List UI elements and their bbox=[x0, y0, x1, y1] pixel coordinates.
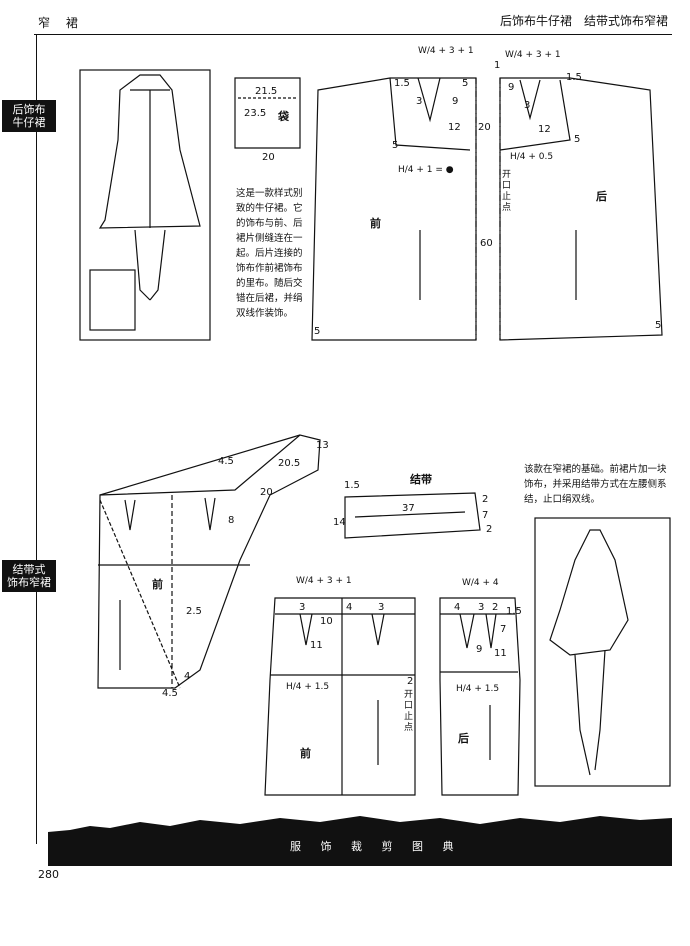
front2-formula: W/4 + 3 + 1 bbox=[296, 576, 352, 586]
front2-hip: H/4 + 1.5 bbox=[286, 682, 330, 692]
front2-open: 开口止点 bbox=[404, 690, 414, 733]
back1-formula: W/4 + 3 + 1 bbox=[505, 50, 561, 60]
back-panel-1 bbox=[499, 77, 663, 341]
pocket-piece bbox=[234, 77, 301, 149]
back1-hip: H/4 + 0.5 bbox=[510, 152, 554, 162]
illustration-frame-1 bbox=[79, 69, 211, 341]
back1-d1: 1 bbox=[494, 60, 501, 71]
drape-front bbox=[97, 434, 321, 689]
front1-d2: 3 bbox=[416, 96, 423, 107]
footer-band bbox=[48, 816, 672, 866]
drape-label: 前 bbox=[152, 578, 163, 591]
pocket-v2: 23.5 bbox=[244, 108, 267, 119]
front2-d3: 4 bbox=[346, 602, 353, 613]
footer-title: 服 饰 裁 剪 图 典 bbox=[290, 840, 462, 853]
back1-open: 开口止点 bbox=[502, 170, 512, 213]
front1-d4: 5 bbox=[462, 78, 469, 89]
back-skirt-2 bbox=[439, 597, 521, 796]
tie-d4: 2 bbox=[482, 494, 489, 505]
side-label-tie-skirt: 结带式 饰布窄裙 bbox=[2, 560, 56, 592]
back2-d7: 11 bbox=[494, 648, 507, 659]
back2-d4: 1.5 bbox=[506, 606, 522, 617]
back2-d1: 4 bbox=[454, 602, 461, 613]
back1-d2: 1.5 bbox=[566, 72, 582, 83]
back2-d3: 2 bbox=[492, 602, 499, 613]
front2-label: 前 bbox=[300, 747, 311, 760]
description-denim: 这是一款样式别致的牛仔裙。它的饰布与前、后裙片侧缝连在一起。后片连接的饰布作前裙… bbox=[236, 188, 303, 319]
front-skirt-2 bbox=[264, 597, 416, 796]
front1-d6: 5 bbox=[392, 140, 399, 151]
front2-d2: 10 bbox=[320, 616, 333, 627]
front1-d5: 12 bbox=[448, 122, 461, 133]
drape-d7: 4 bbox=[184, 671, 191, 682]
tie-d3: 14 bbox=[333, 517, 346, 528]
side-label-denim-skirt: 后饰布 牛仔裙 bbox=[2, 100, 56, 132]
back1-d6: 5 bbox=[574, 134, 581, 145]
back2-formula: W/4 + 4 bbox=[462, 578, 499, 588]
margin-line bbox=[36, 34, 37, 844]
front1-d1: 1.5 bbox=[394, 78, 410, 89]
drape-d4: 20 bbox=[260, 487, 273, 498]
page-number: 280 bbox=[38, 868, 59, 881]
back1-d5: 12 bbox=[538, 124, 551, 135]
front1-hip: H/4 + 1 = ● bbox=[398, 165, 454, 175]
drape-d5: 8 bbox=[228, 515, 235, 526]
description-tie: 该款在窄裙的基础。前裙片加一块饰布，并采用结带方式在左腰侧系结，止口绢双线。 bbox=[524, 464, 667, 505]
drape-d1: 4.5 bbox=[218, 456, 234, 467]
header-rule bbox=[34, 34, 672, 35]
front2-d4: 3 bbox=[378, 602, 385, 613]
back1-d4: 3 bbox=[524, 100, 531, 111]
pocket-v1: 21.5 bbox=[255, 86, 278, 97]
back1-d3: 9 bbox=[508, 82, 515, 93]
front1-formula: W/4 + 3 + 1 bbox=[418, 46, 474, 56]
front1-len60: 60 bbox=[480, 238, 493, 249]
back2-d6: 9 bbox=[476, 644, 483, 655]
back1-d7: 5 bbox=[655, 320, 662, 331]
front2-d6: 2 bbox=[407, 676, 414, 687]
tie-title: 结带 bbox=[410, 473, 432, 486]
back2-d5: 7 bbox=[500, 624, 507, 635]
front2-d5: 11 bbox=[310, 640, 323, 651]
tie-piece bbox=[344, 492, 481, 539]
header-section-title: 窄 裙 bbox=[38, 16, 84, 30]
front1-label: 前 bbox=[370, 217, 381, 230]
drape-d2: 20.5 bbox=[278, 458, 301, 469]
front2-d1: 3 bbox=[299, 602, 306, 613]
tie-d1: 1.5 bbox=[344, 480, 360, 491]
drape-d3: 13 bbox=[316, 440, 329, 451]
back2-label: 后 bbox=[458, 732, 469, 745]
back1-label: 后 bbox=[596, 190, 607, 203]
pocket-label: 袋 bbox=[278, 110, 289, 123]
front1-d7: 5 bbox=[314, 326, 321, 337]
back2-d2: 3 bbox=[478, 602, 485, 613]
illustration-frame-2 bbox=[534, 517, 671, 787]
tie-d6: 2 bbox=[486, 524, 493, 535]
drape-d8: 4.5 bbox=[162, 688, 178, 699]
drape-d6: 2.5 bbox=[186, 606, 202, 617]
tie-d2: 37 bbox=[402, 503, 415, 514]
front1-d3: 9 bbox=[452, 96, 459, 107]
pocket-width: 20 bbox=[262, 152, 275, 163]
tie-d5: 7 bbox=[482, 510, 489, 521]
back2-hip: H/4 + 1.5 bbox=[456, 684, 500, 694]
header-chapter-title: 后饰布牛仔裙 结带式饰布窄裙 bbox=[499, 14, 668, 28]
front1-len20: 20 bbox=[478, 122, 491, 133]
